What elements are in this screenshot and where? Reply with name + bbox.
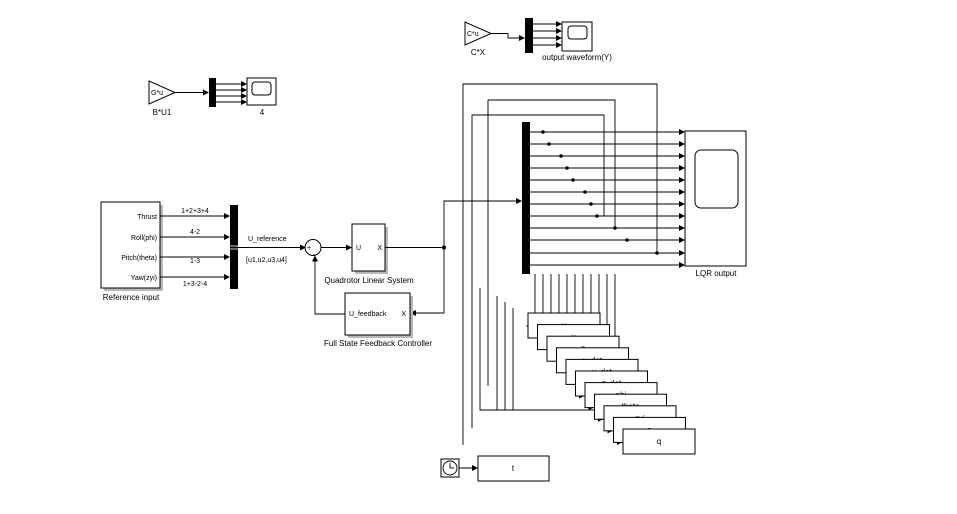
quadrotor-linear-system-block[interactable]: U X xyxy=(351,223,388,274)
lqr-output-lines xyxy=(530,129,685,268)
signal-label: 1+3-2-4 xyxy=(183,281,207,288)
sum-plus: + xyxy=(307,245,311,252)
signal-label: U_reference xyxy=(248,236,287,243)
port-label: Roll(phi) xyxy=(131,235,157,242)
port-label: Pitch(theta) xyxy=(121,255,157,262)
to-workspace-blocks: xyzx_doty_dotz_dotphithetazyipq xyxy=(527,312,696,455)
port-label: X xyxy=(377,245,382,252)
scope-block-output[interactable] xyxy=(561,21,593,52)
port-label: Thrust xyxy=(137,214,157,221)
demux-bar[interactable] xyxy=(522,122,530,274)
workspace-block-q[interactable]: q xyxy=(622,428,696,455)
block-caption: Quadrotor Linear System xyxy=(324,276,414,285)
sum-block[interactable]: + - xyxy=(304,239,322,260)
block-caption: Full State Feedback Controller xyxy=(324,339,432,348)
scope-caption: 4 xyxy=(260,108,265,117)
gain-caption: B*U1 xyxy=(153,108,172,117)
gain-block-cx[interactable]: C*u xyxy=(464,21,493,46)
port-label: Yaw(zyi) xyxy=(131,275,157,282)
port-label: U_feedback xyxy=(349,311,387,318)
block-caption: Reference input xyxy=(103,293,160,302)
clock-block[interactable] xyxy=(440,458,460,478)
reference-input-block[interactable]: Thrust Roll(phi) Pitch(theta) Yaw(zyi) xyxy=(100,201,163,291)
signal-label: 1+2+3+4 xyxy=(181,208,209,215)
scope-caption: output waveform(Y) xyxy=(542,53,612,62)
workspace-var: q xyxy=(657,437,661,446)
mux-bar-reference[interactable] xyxy=(230,205,238,289)
signal-label: 1-3 xyxy=(190,258,200,265)
mux-bar[interactable] xyxy=(209,78,216,107)
scope-block-4[interactable] xyxy=(246,77,277,106)
signal-label: [u1,u2,u3,u4] xyxy=(246,257,287,264)
gain-expr: G*u xyxy=(151,90,163,97)
port-label: U xyxy=(356,245,361,252)
signal-label: 4-2 xyxy=(190,229,200,236)
bus-wiring xyxy=(462,83,658,445)
block-caption: LQR output xyxy=(696,269,738,278)
gain-block-bu1[interactable]: G*u xyxy=(148,80,177,105)
mux-bar[interactable] xyxy=(525,18,533,53)
port-label: X xyxy=(401,311,406,318)
workspace-block-t[interactable]: t xyxy=(477,455,550,482)
workspace-var: t xyxy=(512,464,515,473)
gain-caption: C*X xyxy=(471,48,486,57)
lqr-scope-block[interactable] xyxy=(684,130,747,267)
gain-expr: C*u xyxy=(467,31,479,38)
full-state-feedback-controller-block[interactable]: U_feedback X xyxy=(344,292,413,338)
